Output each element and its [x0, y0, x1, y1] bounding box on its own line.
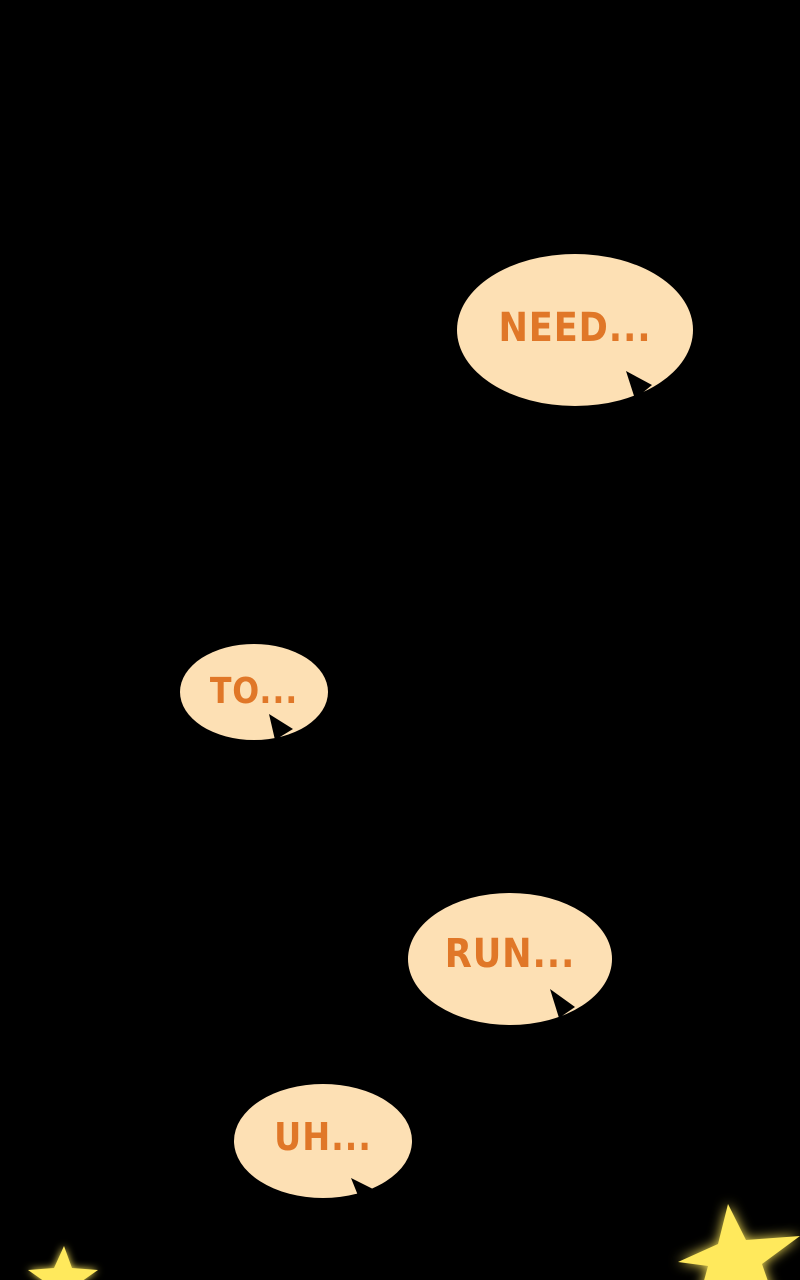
speech-bubble-shape: [408, 893, 612, 1025]
star-icon: [678, 1204, 800, 1280]
speech-bubble-to: TO...: [179, 644, 329, 742]
speech-bubble-shape: [180, 644, 328, 740]
speech-bubble-uh: UH...: [233, 1083, 413, 1200]
speech-bubble-text: NEED...: [498, 304, 652, 351]
speech-bubble-run: RUN...: [407, 892, 613, 1026]
speech-bubble-shape: [457, 254, 693, 406]
star-icon: [28, 1246, 98, 1280]
speech-bubble-text: UH...: [274, 1114, 372, 1159]
speech-bubble-need: NEED...: [456, 253, 694, 408]
speech-bubble-text: TO...: [209, 670, 299, 712]
speech-bubble-shape: [234, 1084, 412, 1198]
speech-bubble-text: RUN...: [444, 931, 576, 977]
